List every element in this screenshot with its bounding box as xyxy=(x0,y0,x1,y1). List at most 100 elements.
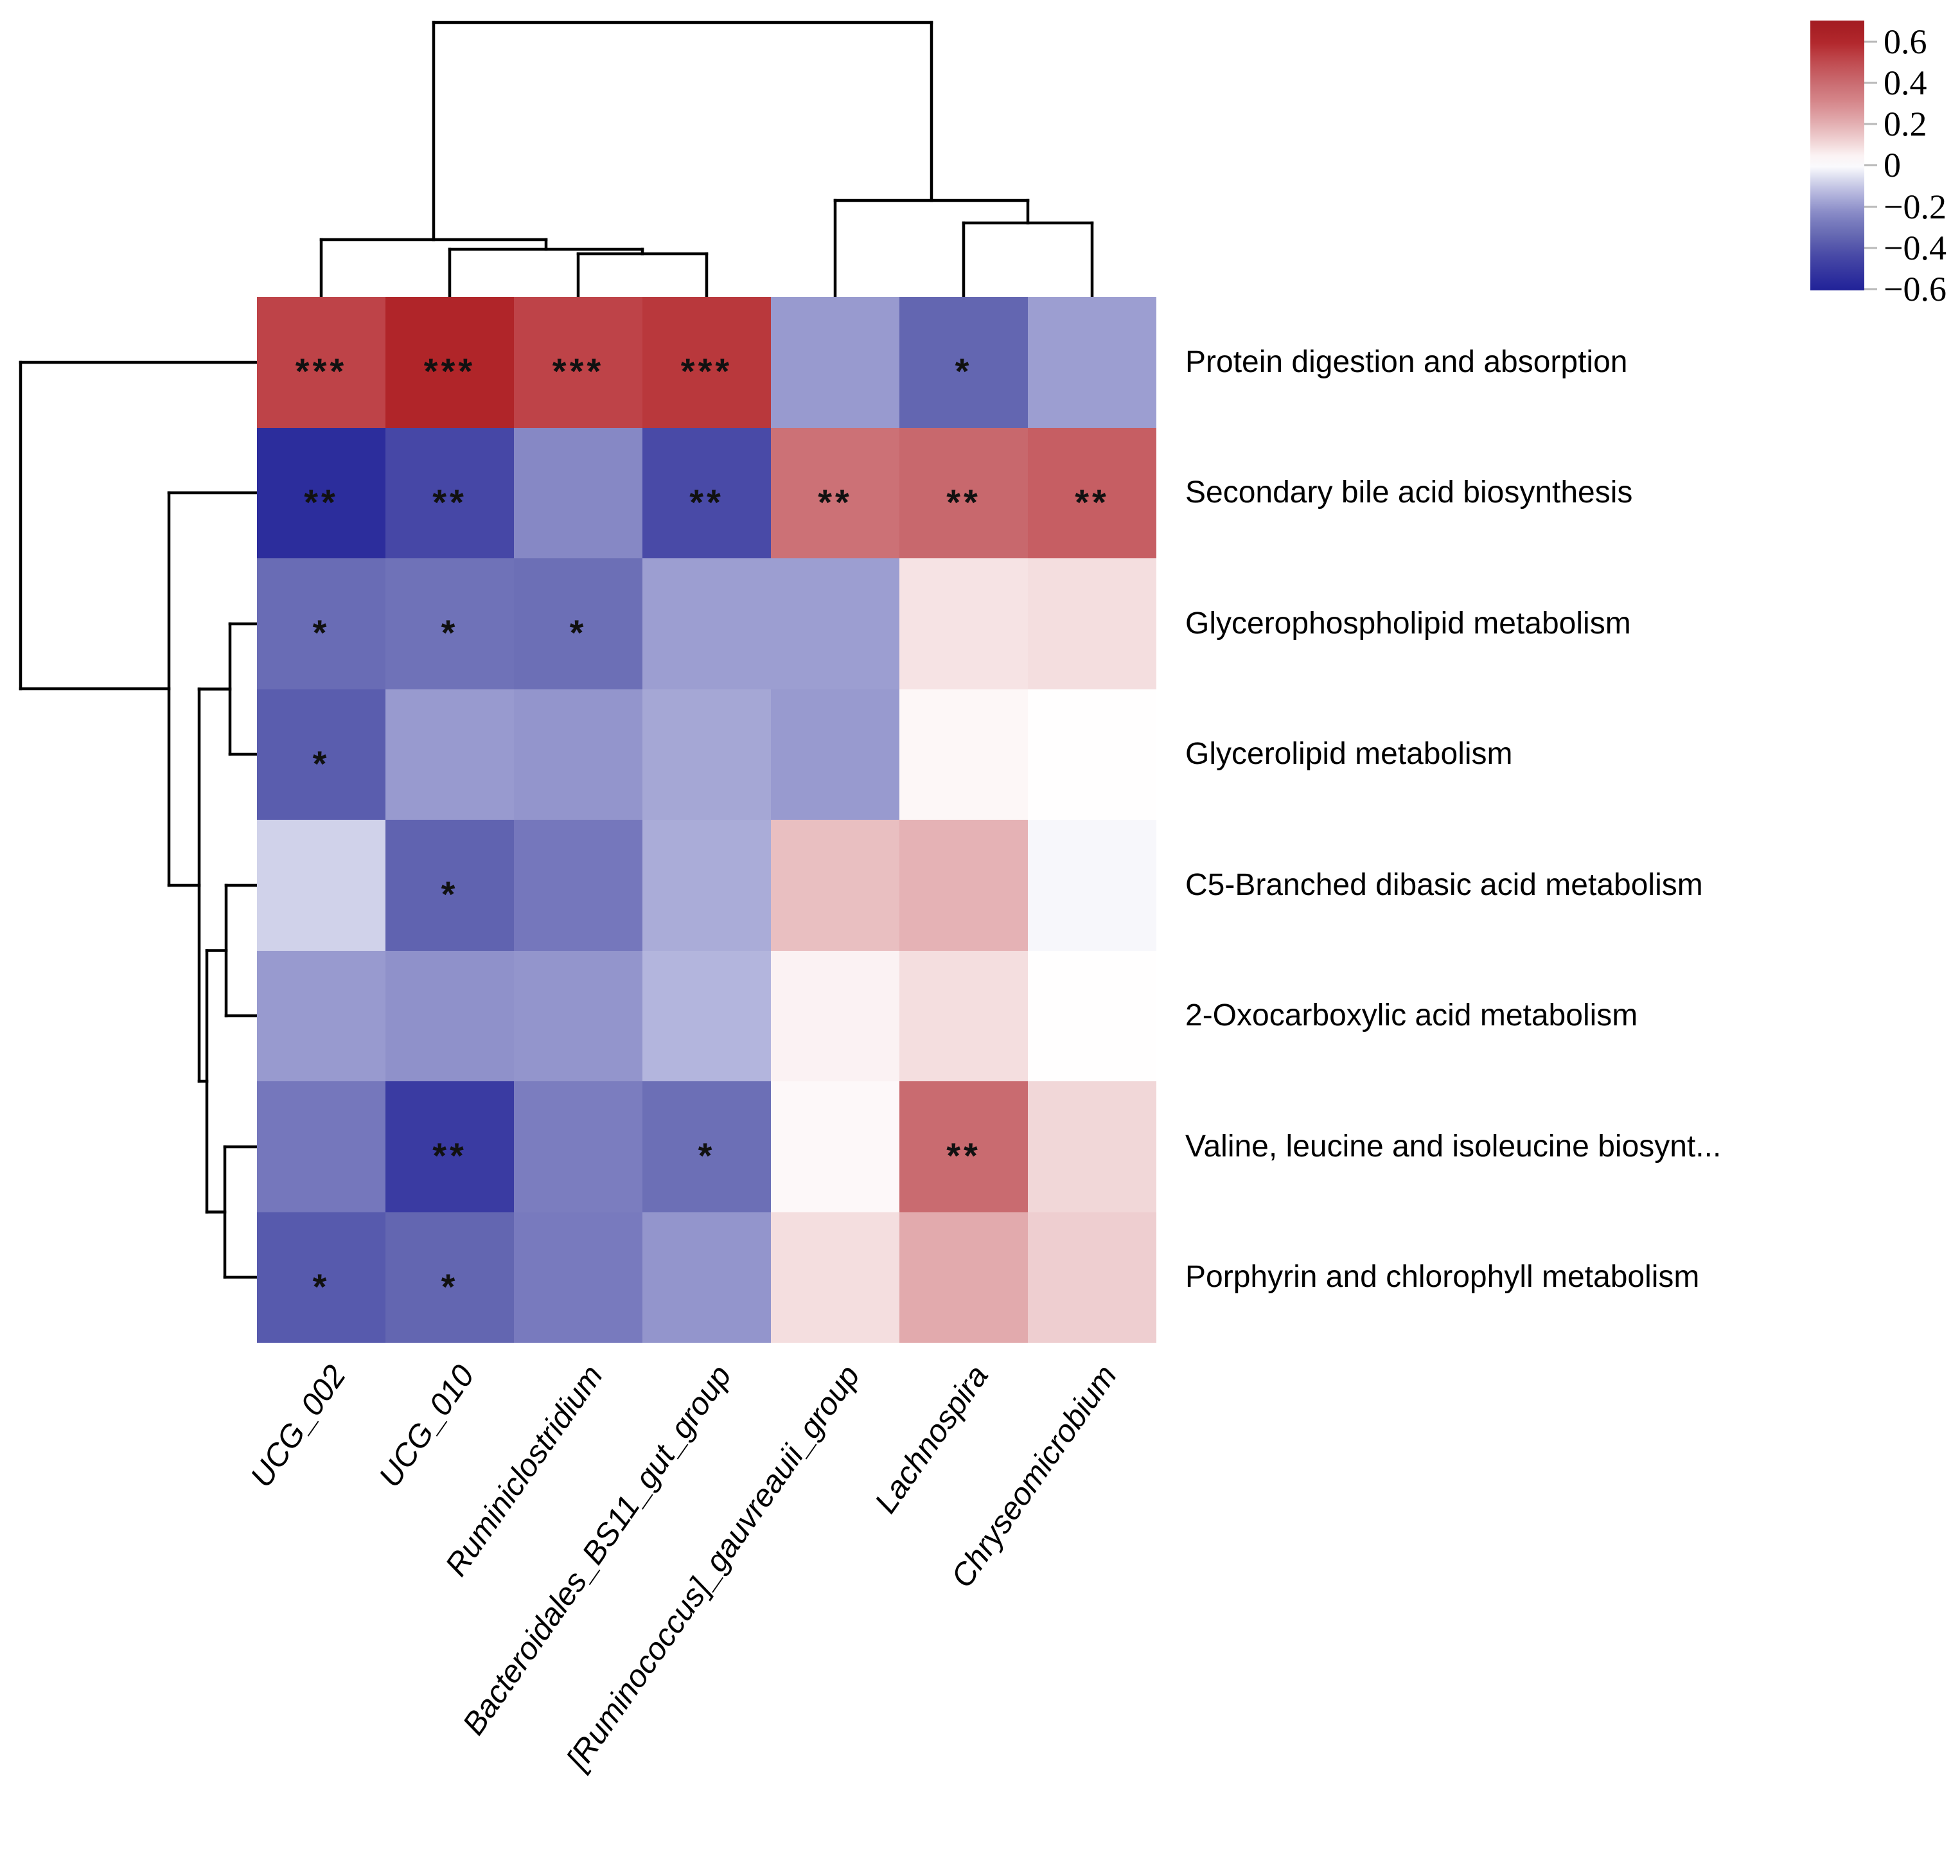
heatmap-cell: * xyxy=(257,689,385,820)
heatmap-cell xyxy=(1028,1081,1156,1212)
legend-tick-label: −0.4 xyxy=(1884,229,1947,267)
row-label: Secondary bile acid biosynthesis xyxy=(1185,475,1633,510)
heatmap-cell xyxy=(514,950,642,1081)
heatmap-cell xyxy=(514,820,642,951)
significance-asterisks: * xyxy=(569,612,587,653)
significance-asterisks: ** xyxy=(304,481,339,522)
significance-asterisks: * xyxy=(312,1266,330,1307)
heatmap-cell: ** xyxy=(899,427,1028,558)
column-dendrogram xyxy=(319,21,1094,299)
heatmap-cell xyxy=(514,1212,642,1343)
heatmap-cell xyxy=(514,689,642,820)
heatmap-cell xyxy=(899,950,1028,1081)
legend-tick-label: −0.6 xyxy=(1884,270,1947,308)
heatmap-cell: * xyxy=(385,558,514,689)
heatmap-cell: ** xyxy=(899,1081,1028,1212)
significance-asterisks: ** xyxy=(1075,481,1109,522)
heatmap-grid: ************************************* xyxy=(257,297,1156,1343)
heatmap-cell xyxy=(514,1081,642,1212)
column-label: Lachnospira xyxy=(869,1359,995,1519)
heatmap-cell: ** xyxy=(257,427,385,558)
significance-asterisks: * xyxy=(441,874,459,915)
heatmap-cell xyxy=(771,558,899,689)
significance-asterisks: * xyxy=(312,612,330,653)
heatmap-cell xyxy=(771,1081,899,1212)
significance-asterisks: *** xyxy=(680,351,733,392)
legend-tick-label: 0.2 xyxy=(1884,105,1927,143)
heatmap-cell: * xyxy=(514,558,642,689)
row-dendrogram xyxy=(19,360,259,1279)
heatmap-cell: ** xyxy=(642,427,771,558)
heatmap-cell: *** xyxy=(514,297,642,428)
heatmap-cell xyxy=(385,689,514,820)
heatmap-cell xyxy=(771,820,899,951)
legend-tick-label: 0.4 xyxy=(1884,64,1927,102)
significance-asterisks: * xyxy=(441,612,459,653)
heatmap-cell xyxy=(899,1212,1028,1343)
significance-asterisks: * xyxy=(698,1135,716,1176)
heatmap-cell xyxy=(257,1081,385,1212)
heatmap-cell xyxy=(1028,297,1156,428)
heatmap-cell xyxy=(642,820,771,951)
significance-asterisks: ** xyxy=(946,1135,981,1176)
significance-asterisks: * xyxy=(955,351,973,392)
heatmap-cell xyxy=(1028,1212,1156,1343)
heatmap-cell xyxy=(1028,820,1156,951)
row-label: Protein digestion and absorption xyxy=(1185,344,1628,379)
significance-asterisks: ** xyxy=(818,481,852,522)
heatmap-cell xyxy=(1028,689,1156,820)
significance-asterisks: *** xyxy=(552,351,605,392)
significance-asterisks: ** xyxy=(432,481,467,522)
column-label: UCG_002 xyxy=(244,1359,353,1493)
heatmap-cell xyxy=(257,820,385,951)
row-label: 2-Oxocarboxylic acid metabolism xyxy=(1185,998,1638,1033)
heatmap-cell: ** xyxy=(385,427,514,558)
column-label: UCG_010 xyxy=(373,1359,481,1493)
row-label: Glycerophospholipid metabolism xyxy=(1185,606,1631,641)
heatmap-cell: *** xyxy=(385,297,514,428)
significance-asterisks: * xyxy=(312,743,330,784)
heatmap-cell xyxy=(1028,558,1156,689)
heatmap-cell: * xyxy=(899,297,1028,428)
heatmap-cell xyxy=(1028,950,1156,1081)
row-label: Porphyrin and chlorophyll metabolism xyxy=(1185,1260,1700,1295)
heatmap-cell xyxy=(771,1212,899,1343)
heatmap-cell xyxy=(257,950,385,1081)
legend-color-bar xyxy=(1810,21,1864,290)
significance-asterisks: *** xyxy=(423,351,476,392)
heatmap-cell xyxy=(771,297,899,428)
heatmap-cell xyxy=(642,558,771,689)
legend-tick-label: 0 xyxy=(1884,146,1901,184)
significance-asterisks: *** xyxy=(295,351,348,392)
legend-tick-label: 0.6 xyxy=(1884,22,1927,61)
significance-asterisks: ** xyxy=(946,481,981,522)
heatmap-cell: ** xyxy=(385,1081,514,1212)
heatmap-cell: *** xyxy=(642,297,771,428)
significance-asterisks: ** xyxy=(432,1135,467,1176)
significance-asterisks: * xyxy=(441,1266,459,1307)
heatmap-cell xyxy=(514,427,642,558)
heatmap-cell: * xyxy=(257,1212,385,1343)
column-label: Bacteroidales_BS11_gut_group xyxy=(456,1359,738,1741)
heatmap-cell: *** xyxy=(257,297,385,428)
heatmap-cell: ** xyxy=(1028,427,1156,558)
heatmap-cell: ** xyxy=(771,427,899,558)
heatmap-cell xyxy=(771,689,899,820)
row-label: C5-Branched dibasic acid metabolism xyxy=(1185,867,1703,902)
heatmap-cell: * xyxy=(385,820,514,951)
heatmap-cell: * xyxy=(257,558,385,689)
heatmap-cell xyxy=(899,558,1028,689)
row-label: Valine, leucine and isoleucine biosynt..… xyxy=(1185,1129,1722,1164)
heatmap-cell: * xyxy=(385,1212,514,1343)
heatmap-cell xyxy=(642,950,771,1081)
legend-tick-marks xyxy=(1864,40,1877,290)
heatmap-cell xyxy=(642,689,771,820)
heatmap-cell: * xyxy=(642,1081,771,1212)
heatmap-cell xyxy=(899,689,1028,820)
row-label: Glycerolipid metabolism xyxy=(1185,737,1513,772)
heatmap-cell xyxy=(899,820,1028,951)
legend-tick-label: −0.2 xyxy=(1884,188,1947,226)
heatmap-cell xyxy=(771,950,899,1081)
